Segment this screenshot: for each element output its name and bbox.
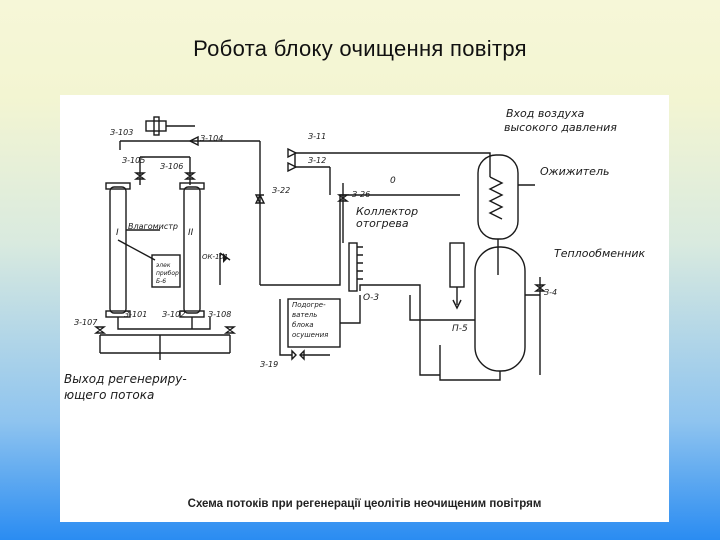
p5-column [449, 242, 465, 288]
liquefier-coil [488, 176, 504, 220]
p5-label: П-5 [452, 324, 468, 334]
column-I-top-flange [105, 182, 131, 190]
valve-107-label: З-107 [74, 318, 98, 327]
collector-body [348, 242, 358, 292]
valve-102-label: З-102 [162, 310, 185, 319]
valves-107-108-symbols [93, 326, 237, 334]
valve-block-103 [145, 120, 167, 132]
column-II-top-flange [179, 182, 205, 190]
pipe-11-12 [294, 152, 330, 168]
air-inlet-label-2: высокого давления [504, 121, 617, 134]
collector-label-2: отогрева [356, 217, 409, 230]
valve-104-symbol [188, 135, 199, 147]
analyzer-label-1: элек [156, 262, 171, 269]
analyzer-label-3: Б-6 [156, 278, 166, 285]
valve-104-label: З-104 [200, 134, 223, 143]
air-inlet-line [329, 152, 491, 195]
valve-22-label: З-22 [272, 186, 290, 195]
valve-22-symbol [254, 193, 266, 204]
valve-26-symbol [336, 194, 350, 202]
valve-26-label: З-26 [352, 190, 370, 199]
regen-out-label-1: Выход регенериру- [64, 372, 187, 386]
connecting-pipes [359, 284, 501, 381]
analyzer-label-2: прибор [156, 270, 179, 277]
valve-12-label: З-12 [308, 156, 326, 165]
ok-101-label: ОК-101 [202, 253, 228, 261]
top-drops [119, 141, 261, 175]
preheater-label-2: ватель [292, 311, 317, 319]
ok-101-symbol [223, 253, 228, 263]
preheater-label-4: осушения [292, 331, 328, 339]
preheater-label-1: Подогре- [292, 301, 326, 309]
valve-4-label: З-4 [544, 288, 557, 297]
valves-11-12-symbols [287, 147, 298, 173]
regen-manifold [99, 334, 231, 360]
column-I-label: I [116, 228, 119, 238]
collector-taps [357, 246, 363, 280]
valve-11-label: З-11 [308, 132, 326, 141]
valves-105-106-symbols [133, 172, 197, 180]
zero-label: 0 [390, 176, 396, 186]
heat-exchanger-pipes [525, 277, 541, 375]
bottom-manifold [117, 317, 211, 330]
liquefier-label: Ожижитель [540, 165, 609, 178]
valve-4-symbol [533, 284, 547, 292]
air-inlet-label-1: Вход воздуха [506, 107, 585, 120]
valve-19-label: З-19 [260, 360, 278, 369]
pipe-105-106 [139, 156, 191, 185]
preheater-label-3: блока [292, 321, 314, 329]
adsorber-column-II [183, 186, 201, 314]
valve-103-label: З-103 [110, 128, 133, 137]
pipe-to-collector [259, 175, 460, 286]
slide-title: Робота блоку очищення повітря [193, 36, 527, 61]
p5-pipes [452, 287, 462, 310]
heat-exchanger-label: Теплообменник [554, 247, 646, 260]
diagram-panel: Вход воздуха высокого давления Ожижитель… [60, 95, 669, 522]
column-II-label: II [188, 228, 194, 238]
valve-106-label: З-106 [160, 162, 183, 171]
analyzer-box [151, 254, 181, 288]
liquefier-pipes [497, 184, 535, 275]
valve-stem-103 [153, 116, 160, 136]
valve-108-label: З-108 [208, 310, 231, 319]
moisture-leader-lines [117, 229, 160, 261]
collector-label-1: Коллектор [356, 205, 418, 218]
adsorber-column-I [109, 186, 127, 314]
moisture-meter-label: Влагомистр [128, 222, 178, 231]
valve-101-label: З-101 [124, 310, 147, 319]
heat-exchanger-vessel [474, 246, 526, 372]
figure-caption: Схема потоків при регенерації цеолітів н… [187, 498, 542, 510]
schematic-diagram: Вход воздуха высокого давления Ожижитель… [64, 107, 646, 402]
pipe-to-exchanger [409, 295, 475, 321]
valve-105-label: З-105 [122, 156, 145, 165]
o3-label: О-3 [363, 293, 379, 303]
regen-out-label-2: ющего потока [64, 388, 154, 402]
preheater-pipes [279, 295, 361, 356]
